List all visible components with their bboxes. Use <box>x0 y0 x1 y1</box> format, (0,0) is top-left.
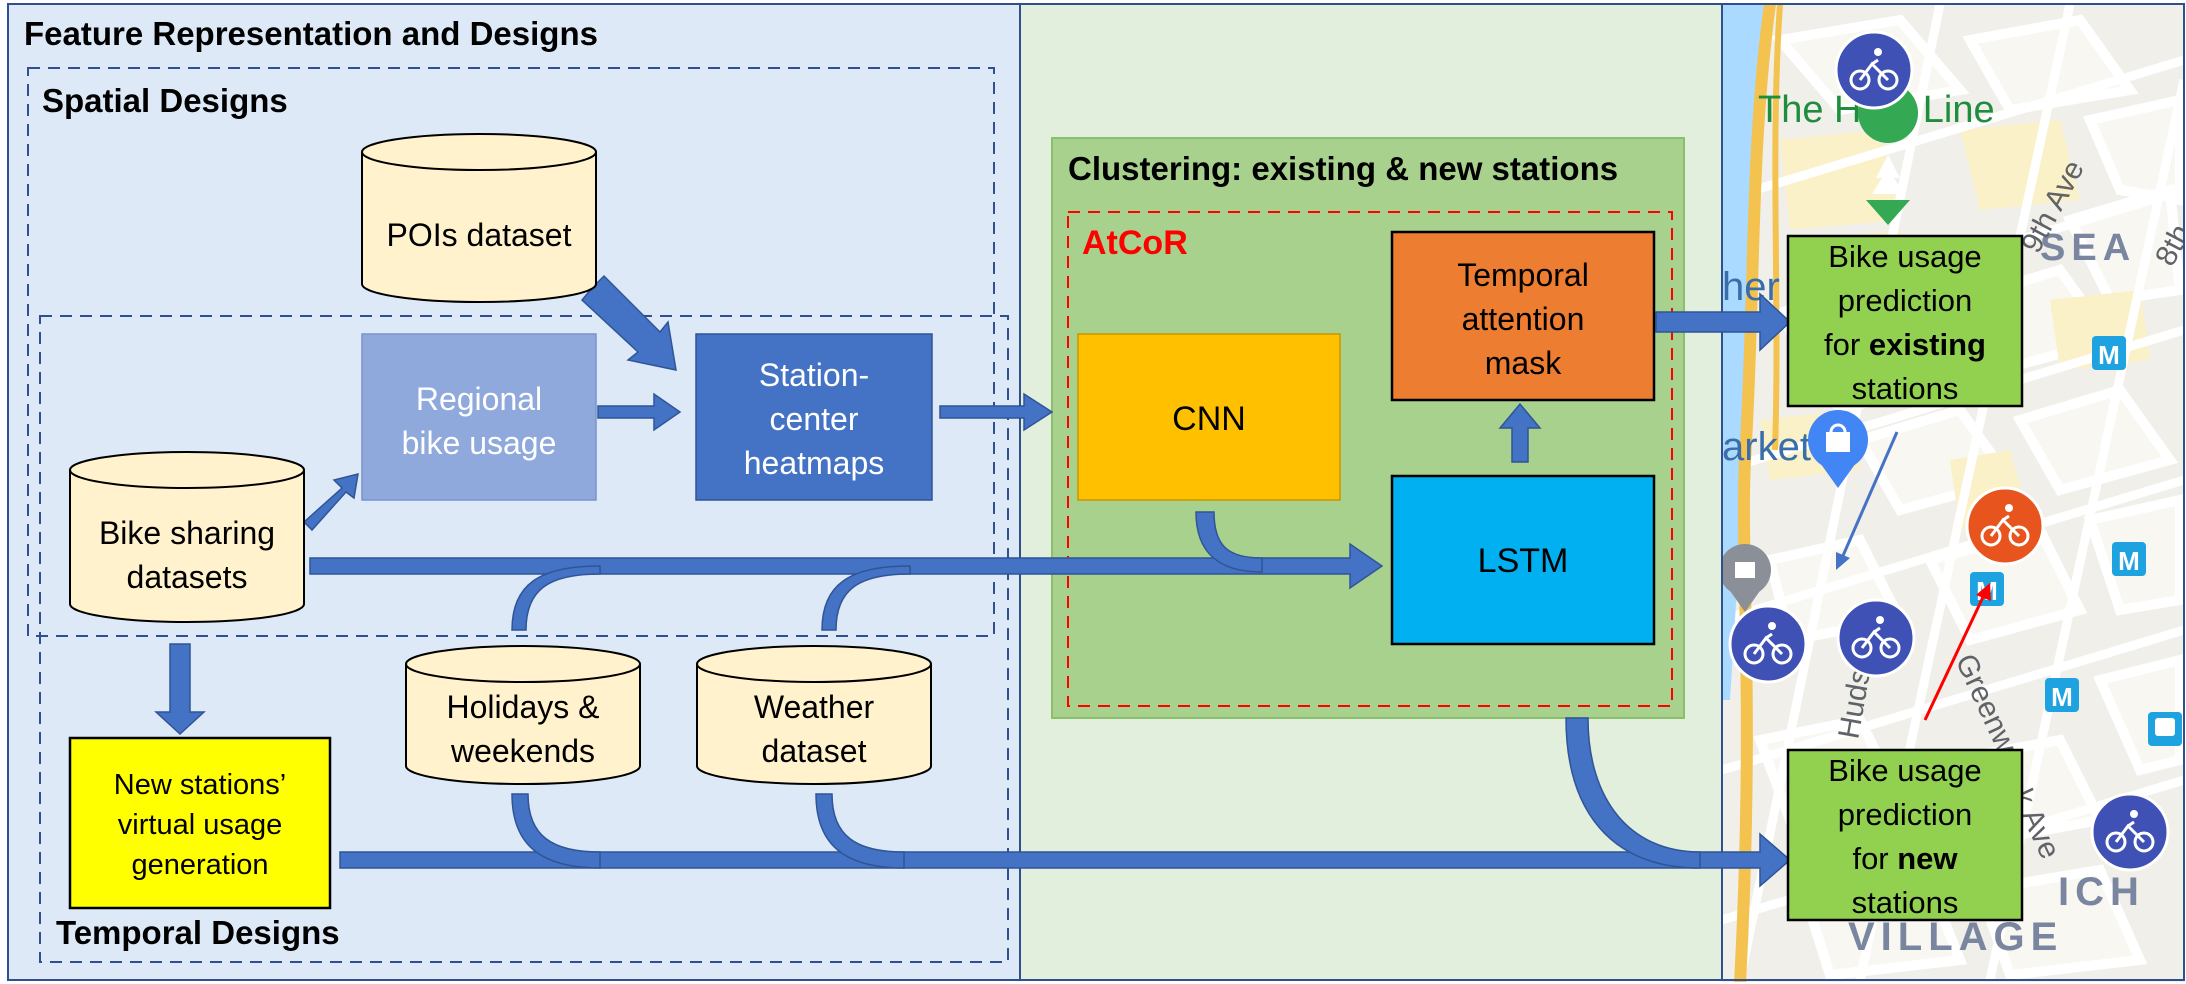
arrow-virtual-to-prediction-new <box>339 832 1792 888</box>
subway-icon: M <box>2112 542 2146 576</box>
regional-label-line2: bike usage <box>402 425 557 461</box>
holidays-label-line2: weekends <box>450 733 595 769</box>
attention-label-line3: mask <box>1485 345 1562 381</box>
attention-label-line2: attention <box>1462 301 1585 337</box>
map-label-village: VILLAGE <box>1848 915 2063 959</box>
map-panel: The High Line SEA 9th Ave 8th her arket … <box>1722 4 2184 982</box>
bike-station-new-icon <box>1965 486 2045 566</box>
heatmaps-label-line1: Station- <box>759 357 869 393</box>
map-label-ich: ICH <box>2058 870 2145 914</box>
arrow-holidays-curve-up <box>511 565 601 631</box>
bike-sharing-label-line2: datasets <box>127 559 248 595</box>
pois-dataset-label: POIs dataset <box>387 217 572 253</box>
prediction-new-node: Bike usage prediction for new stations <box>1786 748 2024 922</box>
subway-icon: M <box>2092 336 2126 370</box>
arrow-cnn-to-lstm <box>1195 511 1263 573</box>
prediction-existing-node: Bike usage prediction for existing stati… <box>1786 234 2024 408</box>
transit-icon <box>2148 712 2182 746</box>
heatmaps-label-line3: heatmaps <box>744 445 885 481</box>
bike-sharing-label-line1: Bike sharing <box>99 515 275 551</box>
pred-new-line1: Bike usage <box>1828 753 1981 788</box>
arrow-holidays-curve-down <box>511 793 601 869</box>
bike-station-existing-icon <box>1834 30 1914 110</box>
arrow-pois-to-heatmaps <box>580 274 677 371</box>
regional-bike-usage-node: Regional bike usage <box>361 333 597 501</box>
arrow-clustering-to-prediction-new <box>1565 717 1701 869</box>
temporal-attention-mask-node: Temporal attention mask <box>1390 230 1656 402</box>
temporal-designs-group <box>39 315 1009 963</box>
flow-arrows <box>154 274 1792 888</box>
spatial-designs-group <box>27 67 995 637</box>
bike-station-existing-icon <box>1728 604 1808 684</box>
virtual-usage-generation-node: New stations’ virtual usage generation <box>68 736 332 910</box>
pred-existing-line2: prediction <box>1838 283 1972 318</box>
arrow-lstm-to-attention <box>1498 402 1542 463</box>
holidays-label-line1: Holidays & <box>447 689 600 725</box>
clustering-title: Clustering: existing & new stations <box>1068 150 1618 187</box>
arrow-bikesharing-to-virtual <box>154 643 206 736</box>
pred-existing-line3: for existing <box>1824 327 1986 362</box>
virtual-label-line2: virtual usage <box>118 809 282 841</box>
bike-station-existing-icon <box>1836 598 1916 678</box>
virtual-label-line3: generation <box>131 849 268 881</box>
spatial-title: Spatial Designs <box>42 82 288 119</box>
arrow-regional-to-heatmaps <box>597 392 682 432</box>
weather-label-line2: dataset <box>762 733 867 769</box>
virtual-label-line1: New stations’ <box>114 769 286 801</box>
arrow-weather-curve-up <box>821 565 911 631</box>
lstm-node: LSTM <box>1390 474 1656 646</box>
map-label-sea: SEA <box>2040 227 2136 269</box>
bike-sharing-datasets-node: Bike sharing datasets <box>69 451 305 623</box>
temporal-title: Temporal Designs <box>56 914 340 951</box>
shopping-pin-icon <box>1808 410 1868 488</box>
heatmaps-label-line2: center <box>770 401 859 437</box>
weather-dataset-node: Weather dataset <box>696 645 932 785</box>
holidays-weekends-node: Holidays & weekends <box>405 645 641 785</box>
arrow-weather-curve-down <box>815 793 905 869</box>
museum-pin-icon <box>1722 544 1771 612</box>
svg-text:M: M <box>2098 340 2120 370</box>
arrow-attention-to-prediction-existing <box>1655 292 1792 352</box>
attention-label-line1: Temporal <box>1457 257 1589 293</box>
cnn-label: CNN <box>1172 400 1246 438</box>
map-arrow-blue <box>1840 431 1899 559</box>
atcor-group <box>1067 211 1673 707</box>
station-center-heatmaps-node: Station- center heatmaps <box>695 333 933 501</box>
pred-new-line2: prediction <box>1838 797 1972 832</box>
weather-label-line1: Weather <box>754 689 875 725</box>
map-label-her: her <box>1722 265 1780 309</box>
subway-icon: M <box>2045 678 2079 712</box>
svg-text:M: M <box>2118 546 2140 576</box>
pred-new-line4: stations <box>1852 885 1959 920</box>
arrow-heatmaps-to-cnn <box>939 392 1054 432</box>
pred-existing-line4: stations <box>1852 371 1959 406</box>
pred-new-line3: for new <box>1852 841 1958 876</box>
pred-existing-line1: Bike usage <box>1828 239 1981 274</box>
bike-station-existing-icon <box>2090 792 2170 872</box>
cnn-node: CNN <box>1077 333 1341 501</box>
lstm-label: LSTM <box>1478 542 1569 580</box>
map-arrow-red <box>1923 594 1986 721</box>
atcor-label: AtCoR <box>1082 224 1188 262</box>
arrow-bikesharing-to-regional <box>302 472 359 532</box>
panel-title: Feature Representation and Designs <box>24 15 598 52</box>
map-label-market: arket <box>1722 425 1811 469</box>
svg-text:M: M <box>2051 682 2073 712</box>
pois-dataset-node: POIs dataset <box>361 133 597 303</box>
regional-label-line1: Regional <box>416 381 542 417</box>
arrow-bikesharing-to-lstm <box>309 542 1384 590</box>
